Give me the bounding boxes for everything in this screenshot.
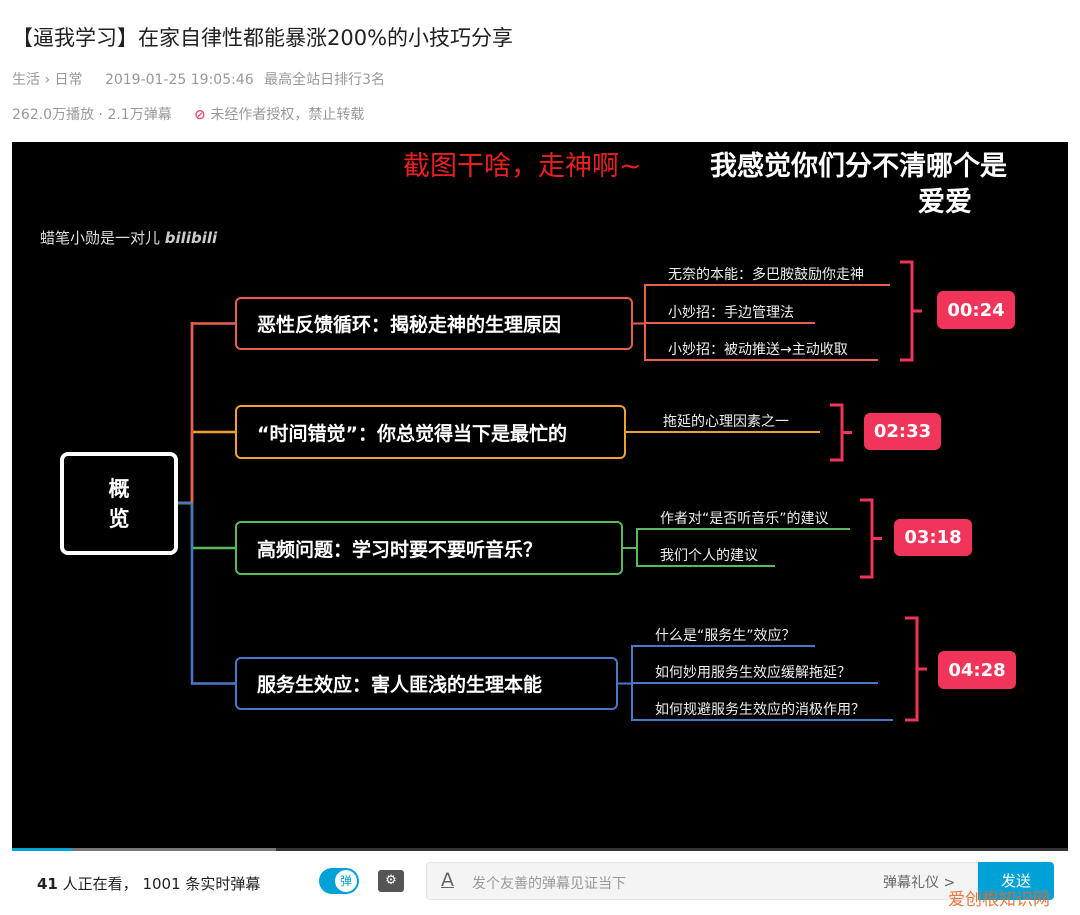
branch-node: 服务生效应：害人匪浅的生理本能: [235, 657, 618, 710]
danmaku-comment: 截图干啥，走神啊~: [403, 151, 642, 182]
sub-item: 如何妙用服务生效应缓解拖延？: [655, 665, 851, 681]
time-bracket: [860, 498, 874, 579]
sub-item: 小妙招：被动推送→主动收取: [668, 342, 848, 358]
site-watermark: 爱创根知识网: [948, 890, 1050, 910]
subcategory-link[interactable]: 日常: [54, 72, 83, 88]
danmaku-toggle[interactable]: 弹: [319, 868, 359, 894]
sub-item: 我们个人的建议: [660, 548, 758, 564]
etiquette-link[interactable]: 弹幕礼仪 >: [883, 875, 956, 891]
publish-time: 2019-01-25 19:05:46: [104, 72, 254, 88]
sub-bracket: [636, 528, 645, 567]
trunk-connector: [178, 322, 235, 505]
timestamp-badge[interactable]: 02:33: [864, 413, 941, 450]
danmaku-comment: 爱爱: [918, 187, 972, 218]
sub-item: 什么是“服务生”效应？: [655, 628, 796, 644]
progress-played: [12, 848, 73, 851]
sub-item: 小妙招：手边管理法: [668, 305, 794, 321]
copyright-notice: 未经作者授权，禁止转载: [210, 107, 365, 123]
timestamp-badge[interactable]: 03:18: [894, 519, 972, 556]
play-count: 262.0万播放: [12, 107, 95, 123]
time-bracket: [900, 260, 914, 362]
meta-row: 生活 › 日常 2019-01-25 19:05:46 最高全站日排行3名: [12, 72, 386, 88]
bilibili-logo: bilibili: [164, 229, 218, 247]
sub-item: 如何规避服务生效应的消极作用？: [655, 702, 865, 718]
mindmap-connectors: [178, 260, 927, 722]
live-stats: 41 人正在看， 1001 条实时弹幕: [37, 875, 261, 893]
trunk-connector: [178, 501, 235, 685]
progress-buffered: [12, 848, 276, 851]
stats-row: 262.0万播放 · 2.1万弹幕 ⊘ 未经作者授权，禁止转载: [12, 107, 365, 123]
timestamp-badge[interactable]: 04:28: [938, 651, 1016, 689]
video-title: 【逼我学习】在家自律性都能暴涨200%的小技巧分享: [12, 26, 514, 50]
trunk-connector: [178, 501, 235, 550]
danmaku-input[interactable]: A 发个友善的弹幕见证当下 弹幕礼仪 >: [426, 862, 978, 900]
branch-node: “时间错觉”：你总觉得当下是最忙的: [235, 405, 626, 459]
time-bracket: [905, 616, 919, 722]
no-repost-icon: ⊘: [194, 107, 206, 123]
branch-node: 高频问题：学习时要不要听音乐？: [235, 521, 623, 575]
font-style-icon[interactable]: A: [441, 869, 454, 891]
danmaku-count: 2.1万弹幕: [107, 107, 172, 123]
progress-bar[interactable]: [12, 848, 1068, 851]
danmaku-settings-icon[interactable]: ⚙: [378, 870, 404, 892]
time-bracket: [830, 403, 844, 462]
overview-node: 概 览: [60, 452, 178, 555]
trunk-connector: [178, 430, 235, 505]
category-link[interactable]: 生活: [12, 72, 40, 88]
sub-item: 作者对“是否听音乐”的建议: [660, 511, 829, 527]
uploader-watermark: 蜡笔小勋是一对儿 bilibili: [40, 229, 218, 247]
video-player[interactable]: 截图干啥，走神啊~ 我感觉你们分不清哪个是 爱爱 蜡笔小勋是一对儿 bilibi…: [12, 142, 1068, 848]
send-button[interactable]: 发送: [978, 862, 1054, 900]
timestamp-badge[interactable]: 00:24: [937, 291, 1015, 329]
rank[interactable]: 最高全站日排行3名: [264, 72, 386, 88]
danmaku-comment: 我感觉你们分不清哪个是: [710, 151, 1007, 182]
sub-item: 拖延的心理因素之一: [663, 414, 789, 430]
danmaku-bar: 41 人正在看， 1001 条实时弹幕 弹 ⚙ A 发个友善的弹幕见证当下 弹幕…: [0, 851, 1080, 915]
branch-node: 恶性反馈循环：揭秘走神的生理原因: [235, 297, 633, 350]
sub-item: 无奈的本能：多巴胺鼓励你走神: [668, 267, 864, 283]
